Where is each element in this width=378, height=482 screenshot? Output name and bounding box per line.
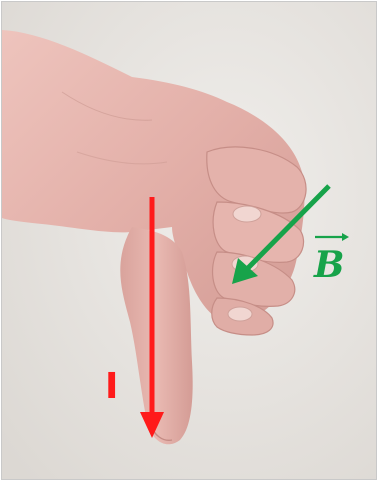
field-arrow-shaft [244,184,331,272]
thumb [120,227,193,445]
current-arrow-head [140,412,164,438]
field-label-group: B [313,233,349,286]
field-arrow [232,184,331,284]
finger-index [206,146,307,214]
fingernail [232,205,262,223]
field-label: B [313,244,344,286]
field-arrow-head [232,258,258,284]
current-arrow [140,197,164,438]
current-label: I [105,366,118,407]
palm-crease [61,91,153,121]
hand [2,30,307,445]
vector-arrow-icon [342,233,349,241]
fingernail [227,306,253,322]
palm-crease [76,151,168,165]
